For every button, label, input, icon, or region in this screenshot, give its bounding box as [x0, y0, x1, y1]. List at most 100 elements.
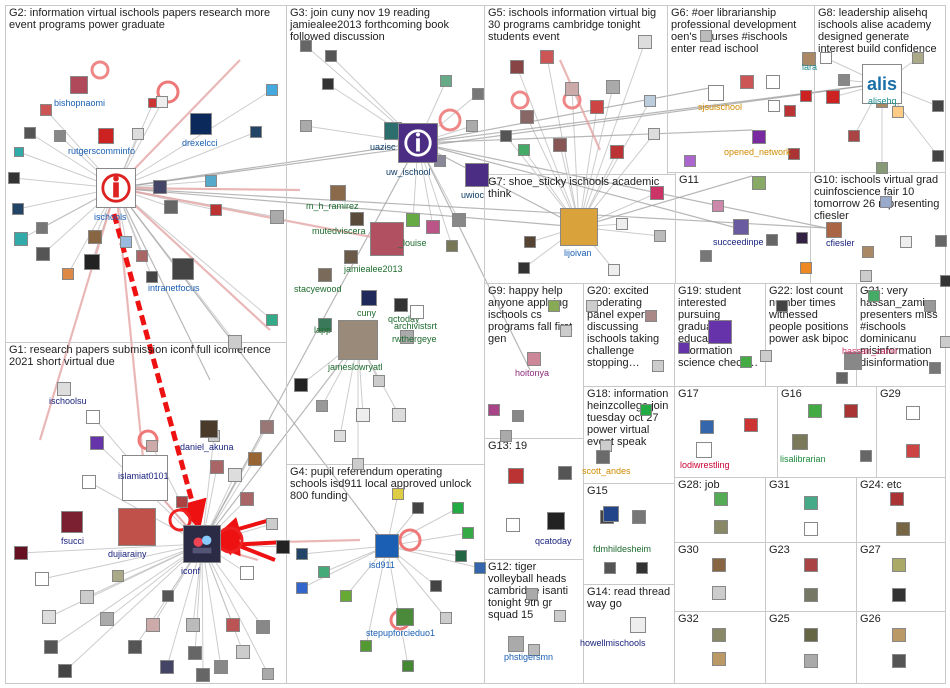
- node-daniel-akuna[interactable]: [200, 420, 218, 438]
- avatar-node[interactable]: [412, 502, 424, 514]
- avatar-node[interactable]: [80, 590, 94, 604]
- avatar-node[interactable]: [940, 336, 950, 348]
- avatar-node[interactable]: [132, 128, 144, 140]
- avatar-node[interactable]: [100, 612, 114, 626]
- avatar-node[interactable]: [266, 518, 278, 530]
- avatar-node[interactable]: [526, 588, 538, 600]
- avatar-node[interactable]: [472, 88, 484, 100]
- avatar-node[interactable]: [262, 668, 274, 680]
- avatar-node[interactable]: [848, 130, 860, 142]
- avatar-node[interactable]: [796, 232, 808, 244]
- avatar-node[interactable]: [804, 654, 818, 668]
- avatar-node[interactable]: [906, 444, 920, 458]
- avatar-node[interactable]: [500, 430, 512, 442]
- avatar-node[interactable]: [650, 186, 664, 200]
- node-scott-andes[interactable]: [596, 450, 610, 464]
- avatar-node[interactable]: [176, 496, 188, 508]
- avatar-node[interactable]: [648, 128, 660, 140]
- avatar-node[interactable]: [804, 588, 818, 602]
- node-qctoday3[interactable]: [394, 298, 408, 312]
- avatar-node[interactable]: [128, 640, 142, 654]
- avatar-node[interactable]: [35, 572, 49, 586]
- avatar-node[interactable]: [712, 586, 726, 600]
- avatar-node[interactable]: [604, 562, 616, 574]
- node-archivistsrt[interactable]: [410, 305, 424, 319]
- avatar-node[interactable]: [804, 558, 818, 572]
- node-intranetfocus[interactable]: [172, 258, 194, 280]
- avatar-node[interactable]: [452, 213, 466, 227]
- avatar-node[interactable]: [804, 522, 818, 536]
- avatar-node[interactable]: [512, 410, 524, 422]
- node-cuny[interactable]: [361, 290, 377, 306]
- node-opened-network[interactable]: [752, 130, 766, 144]
- avatar-node[interactable]: [640, 404, 652, 416]
- avatar-node[interactable]: [644, 95, 656, 107]
- avatar-node[interactable]: [528, 644, 540, 656]
- avatar-node[interactable]: [136, 250, 148, 262]
- node-hoitonya[interactable]: [527, 352, 541, 366]
- avatar-node[interactable]: [800, 90, 812, 102]
- avatar-node[interactable]: [892, 628, 906, 642]
- avatar-node[interactable]: [36, 247, 50, 261]
- avatar-node[interactable]: [714, 520, 728, 534]
- avatar-node[interactable]: [356, 408, 370, 422]
- node-fdmhildesheim[interactable]: [603, 506, 619, 522]
- node-ischools[interactable]: [96, 168, 136, 208]
- avatar-node[interactable]: [932, 150, 944, 162]
- node-lodiwrestling[interactable]: [696, 442, 712, 458]
- avatar-node[interactable]: [40, 104, 52, 116]
- node-jamiealee2013[interactable]: [344, 250, 358, 264]
- avatar-node[interactable]: [340, 590, 352, 602]
- avatar-node[interactable]: [804, 496, 818, 510]
- avatar-node[interactable]: [510, 60, 524, 74]
- node-rwthergeye[interactable]: [400, 330, 414, 344]
- avatar-node[interactable]: [488, 404, 500, 416]
- avatar-node[interactable]: [924, 300, 936, 312]
- avatar-node[interactable]: [392, 408, 406, 422]
- avatar-node[interactable]: [906, 406, 920, 420]
- node-bishopnaomi[interactable]: [70, 76, 88, 94]
- avatar-node[interactable]: [586, 300, 598, 312]
- node-lisalibrarian[interactable]: [792, 434, 808, 450]
- avatar-node[interactable]: [62, 268, 74, 280]
- avatar-node[interactable]: [462, 527, 474, 539]
- avatar-node[interactable]: [86, 410, 100, 424]
- avatar-node[interactable]: [506, 518, 520, 532]
- avatar-node[interactable]: [322, 78, 334, 90]
- avatar-node[interactable]: [226, 618, 240, 632]
- avatar-node[interactable]: [300, 40, 312, 52]
- avatar-node[interactable]: [788, 148, 800, 160]
- avatar-node[interactable]: [440, 75, 452, 87]
- node-fsucci[interactable]: [61, 511, 83, 533]
- avatar-node[interactable]: [804, 628, 818, 642]
- node-hassan-zamir[interactable]: [844, 352, 862, 370]
- avatar-node[interactable]: [590, 100, 604, 114]
- avatar-node[interactable]: [712, 200, 724, 212]
- avatar-node[interactable]: [929, 362, 941, 374]
- avatar-node[interactable]: [426, 220, 440, 234]
- avatar-node[interactable]: [406, 213, 420, 227]
- avatar-node[interactable]: [266, 314, 278, 326]
- avatar-node[interactable]: [210, 460, 224, 474]
- avatar-node[interactable]: [708, 320, 732, 344]
- avatar-node[interactable]: [146, 271, 158, 283]
- node-islamiat0101[interactable]: [122, 455, 168, 501]
- node-ischoolsu[interactable]: [57, 382, 71, 396]
- avatar-node[interactable]: [188, 646, 202, 660]
- avatar-node[interactable]: [228, 335, 242, 349]
- avatar-node[interactable]: [120, 236, 132, 248]
- avatar-node[interactable]: [162, 590, 174, 602]
- avatar-node[interactable]: [808, 404, 822, 418]
- avatar-node[interactable]: [276, 540, 290, 554]
- node-isd911[interactable]: [375, 534, 399, 558]
- avatar-node[interactable]: [712, 558, 726, 572]
- avatar-node[interactable]: [196, 668, 210, 682]
- avatar-node[interactable]: [784, 105, 796, 117]
- avatar-node[interactable]: [452, 502, 464, 514]
- avatar-node[interactable]: [892, 558, 906, 572]
- avatar-node[interactable]: [836, 372, 848, 384]
- avatar-node[interactable]: [146, 618, 160, 632]
- avatar-node[interactable]: [606, 80, 620, 94]
- avatar-node[interactable]: [714, 492, 728, 506]
- avatar-node[interactable]: [260, 420, 274, 434]
